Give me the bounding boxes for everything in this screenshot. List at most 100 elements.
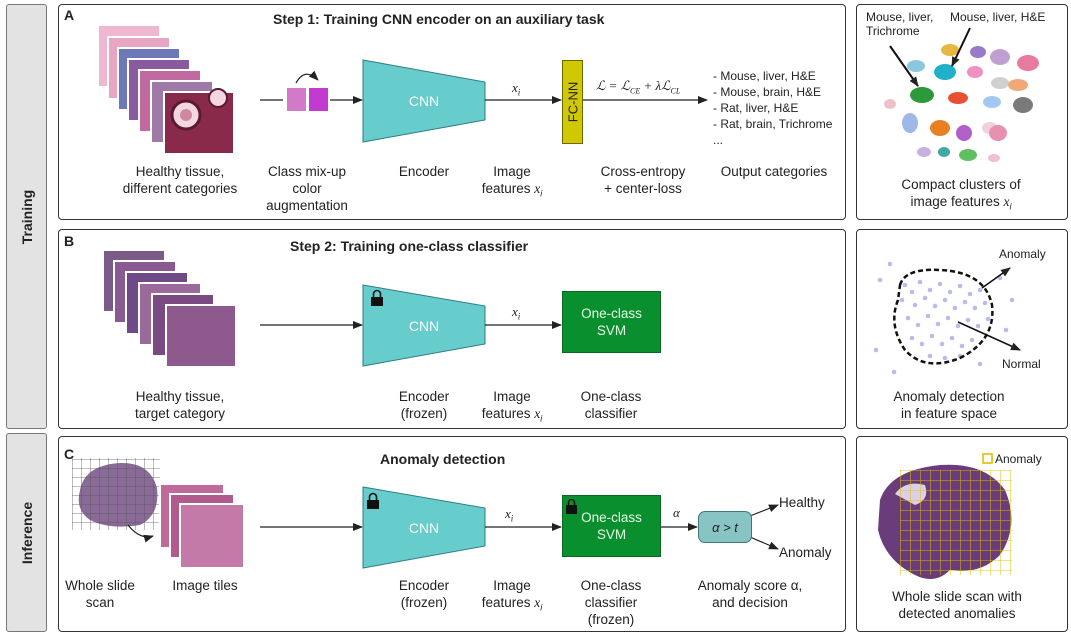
xi-label-c: xi	[505, 506, 514, 524]
caption-line: and decision	[712, 595, 788, 610]
anomaly-label-c: Anomaly	[779, 545, 832, 560]
caption-line: (frozen)	[400, 595, 448, 610]
caption-line: (frozen)	[587, 612, 635, 627]
cnn-label-c: CNN	[408, 520, 440, 536]
panel-a-letter: A	[64, 7, 75, 23]
caption-line: Mouse, liver,	[866, 10, 934, 24]
category-item: - Mouse, brain, H&E	[713, 85, 822, 99]
caption-line: augmentation	[266, 198, 348, 213]
caption-wsi: Whole slide scan	[65, 577, 135, 611]
caption-line: (frozen)	[400, 406, 448, 421]
caption-line: target category	[134, 406, 226, 421]
lock-icon	[367, 492, 379, 509]
cnn-label-b: CNN	[408, 318, 440, 334]
caption-classifier-b: One-class classifier	[581, 388, 642, 422]
caption-line: features xi	[481, 595, 543, 613]
legend-anomaly-label: Anomaly	[995, 452, 1042, 466]
caption-classifier-c: One-class classifier (frozen)	[581, 577, 642, 628]
caption-line: Whole slide scan with	[892, 589, 1022, 604]
cnn-label-a: CNN	[408, 93, 440, 109]
aug-swatch-1	[287, 88, 306, 111]
caption-line: Image	[493, 578, 531, 593]
lock-icon	[371, 289, 383, 306]
feature-clusters	[884, 44, 1039, 162]
caption-line: Healthy tissue,	[135, 164, 225, 179]
svm-label: SVM	[596, 323, 627, 338]
panel-b-letter: B	[64, 233, 75, 249]
caption-features-b: Image features xi	[482, 388, 543, 428]
cluster-arrow-left	[889, 45, 919, 87]
decision-boundary	[893, 268, 994, 365]
xi-label-a: xi	[512, 80, 521, 98]
caption-line: + center-loss	[604, 181, 682, 196]
arrow-c-healthy	[749, 504, 779, 517]
cnn-encoder-b	[362, 284, 486, 367]
caption-clusters: Compact clusters of image features xi	[901, 176, 1020, 216]
inference-side-label: Inference	[6, 433, 47, 632]
svm-label: SVM	[596, 527, 627, 542]
caption-encoder-c: Encoder (frozen)	[399, 577, 449, 611]
arrow-c-anomaly	[749, 536, 779, 550]
caption-line: Class mix-up	[267, 164, 346, 179]
legend-anomaly-swatch	[982, 453, 993, 464]
caption-features-a: Image features xi	[482, 163, 543, 203]
category-item: - Mouse, liver, H&E	[713, 69, 816, 83]
image-tiles-c	[159, 483, 245, 569]
panel-b-title: Step 2: Training one-class classifier	[290, 238, 529, 254]
caption-tissue-b: Healthy tissue, target category	[135, 388, 225, 422]
tissue-stack-a	[97, 24, 235, 155]
caption-line: scan	[85, 595, 115, 610]
wsi-anomaly-map	[878, 464, 1012, 579]
caption-augmentation: Class mix-up color augmentation	[266, 163, 348, 214]
caption-encoder-a: Encoder	[398, 164, 450, 179]
caption-line: image features xi	[910, 194, 1012, 212]
mixup-curve-arrow	[295, 70, 319, 84]
svm-label: One-class	[581, 306, 642, 321]
healthy-label: Healthy	[779, 495, 825, 510]
caption-line: Cross-entropy	[600, 164, 686, 179]
caption-line: classifier	[584, 595, 638, 610]
caption-line: color	[292, 181, 322, 196]
caption-tissue-a: Healthy tissue, different categories	[123, 163, 238, 197]
caption-line: Image	[493, 389, 531, 404]
caption-line: Encoder	[398, 389, 450, 404]
caption-loss: Cross-entropy + center-loss	[601, 163, 686, 197]
category-item: - Rat, brain, Trichrome	[713, 117, 833, 131]
panel-a-title: Step 1: Training CNN encoder on an auxil…	[273, 11, 605, 27]
normal-label-b: Normal	[1002, 357, 1041, 371]
caption-line: Anomaly score α,	[697, 578, 803, 593]
panel-a-clusters	[856, 4, 1068, 220]
cnn-encoder-a	[362, 59, 486, 143]
caption-line: One-class	[580, 578, 642, 593]
caption-line: classifier	[584, 406, 638, 421]
training-side-label: Training	[6, 4, 47, 429]
anomaly-arrow	[981, 267, 1011, 289]
panel-c-letter: C	[64, 446, 75, 462]
category-item: - Rat, liver, H&E	[713, 101, 799, 115]
caption-line: Anomaly detection	[893, 389, 1005, 404]
cnn-encoder-c	[362, 486, 486, 569]
caption-features-c: Image features xi	[482, 577, 543, 617]
caption-line: Whole slide	[65, 578, 135, 593]
panel-c-title: Anomaly detection	[380, 451, 506, 467]
caption-line: Encoder	[398, 578, 450, 593]
loss-formula: ℒ = ℒCE + λℒCL	[596, 78, 681, 96]
arrow-c-wsi-to-tiles	[127, 524, 154, 543]
caption-feature-space: Anomaly detection in feature space	[893, 388, 1004, 422]
caption-line: Compact clusters of	[901, 177, 1021, 192]
svm-label: One-class	[581, 510, 642, 525]
caption-line: detected anomalies	[898, 606, 1016, 621]
fc-nn-label: FC-NN	[565, 81, 580, 123]
caption-line: features xi	[481, 406, 543, 424]
caption-line: Trichrome	[866, 24, 920, 38]
caption-output: Output categories	[720, 164, 828, 179]
cluster-label-left: Mouse, liver, Trichrome	[866, 10, 933, 38]
alpha-label: α	[673, 505, 680, 520]
cluster-label-right: Mouse, liver, H&E	[950, 10, 1046, 24]
decision-box: α > t	[698, 511, 752, 543]
lock-icon	[566, 499, 577, 514]
aug-swatch-2	[309, 88, 328, 111]
